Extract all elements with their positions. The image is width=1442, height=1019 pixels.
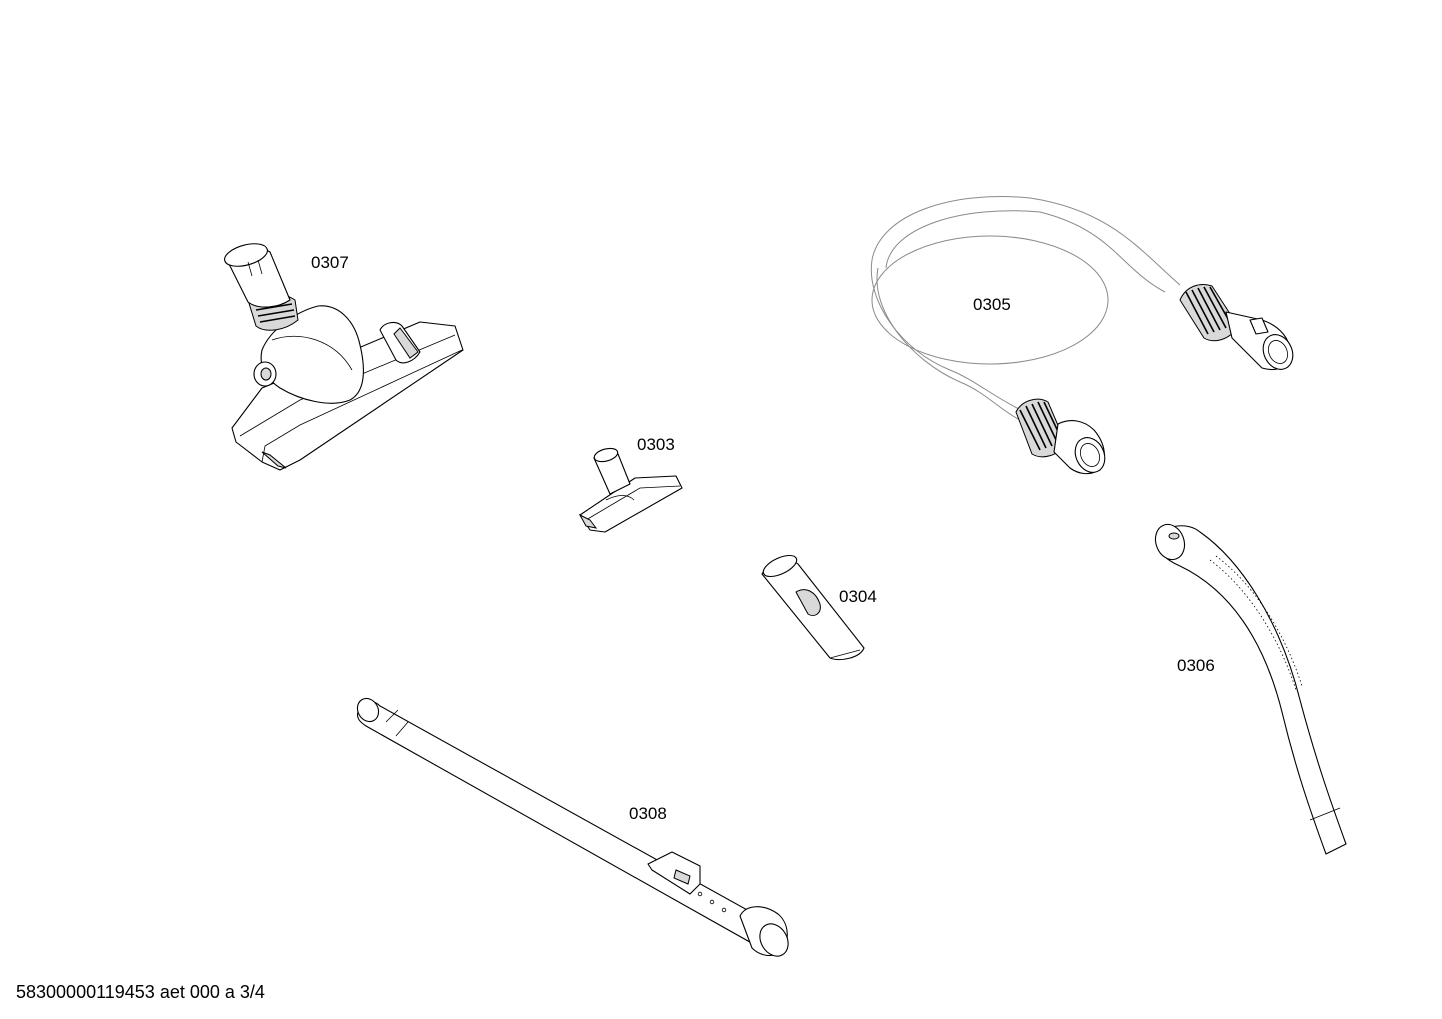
part-label-0304: 0304 — [839, 587, 877, 606]
bent-handle-tube-drawing — [1154, 523, 1347, 855]
hose-drawing — [870, 196, 1294, 475]
part-label-0308: 0308 — [629, 804, 667, 823]
telescopic-tube-drawing — [356, 697, 789, 957]
upholstery-nozzle-drawing — [578, 447, 683, 533]
part-label-0303: 0303 — [637, 435, 675, 454]
drawing-reference-code: 58300000119453 aet 000 a 3/4 — [16, 982, 265, 1002]
crevice-nozzle-drawing — [761, 554, 865, 661]
part-label-0307: 0307 — [311, 253, 349, 272]
part-label-0306: 0306 — [1177, 656, 1215, 675]
floor-nozzle-drawing — [224, 243, 464, 471]
part-label-0305: 0305 — [973, 295, 1011, 314]
